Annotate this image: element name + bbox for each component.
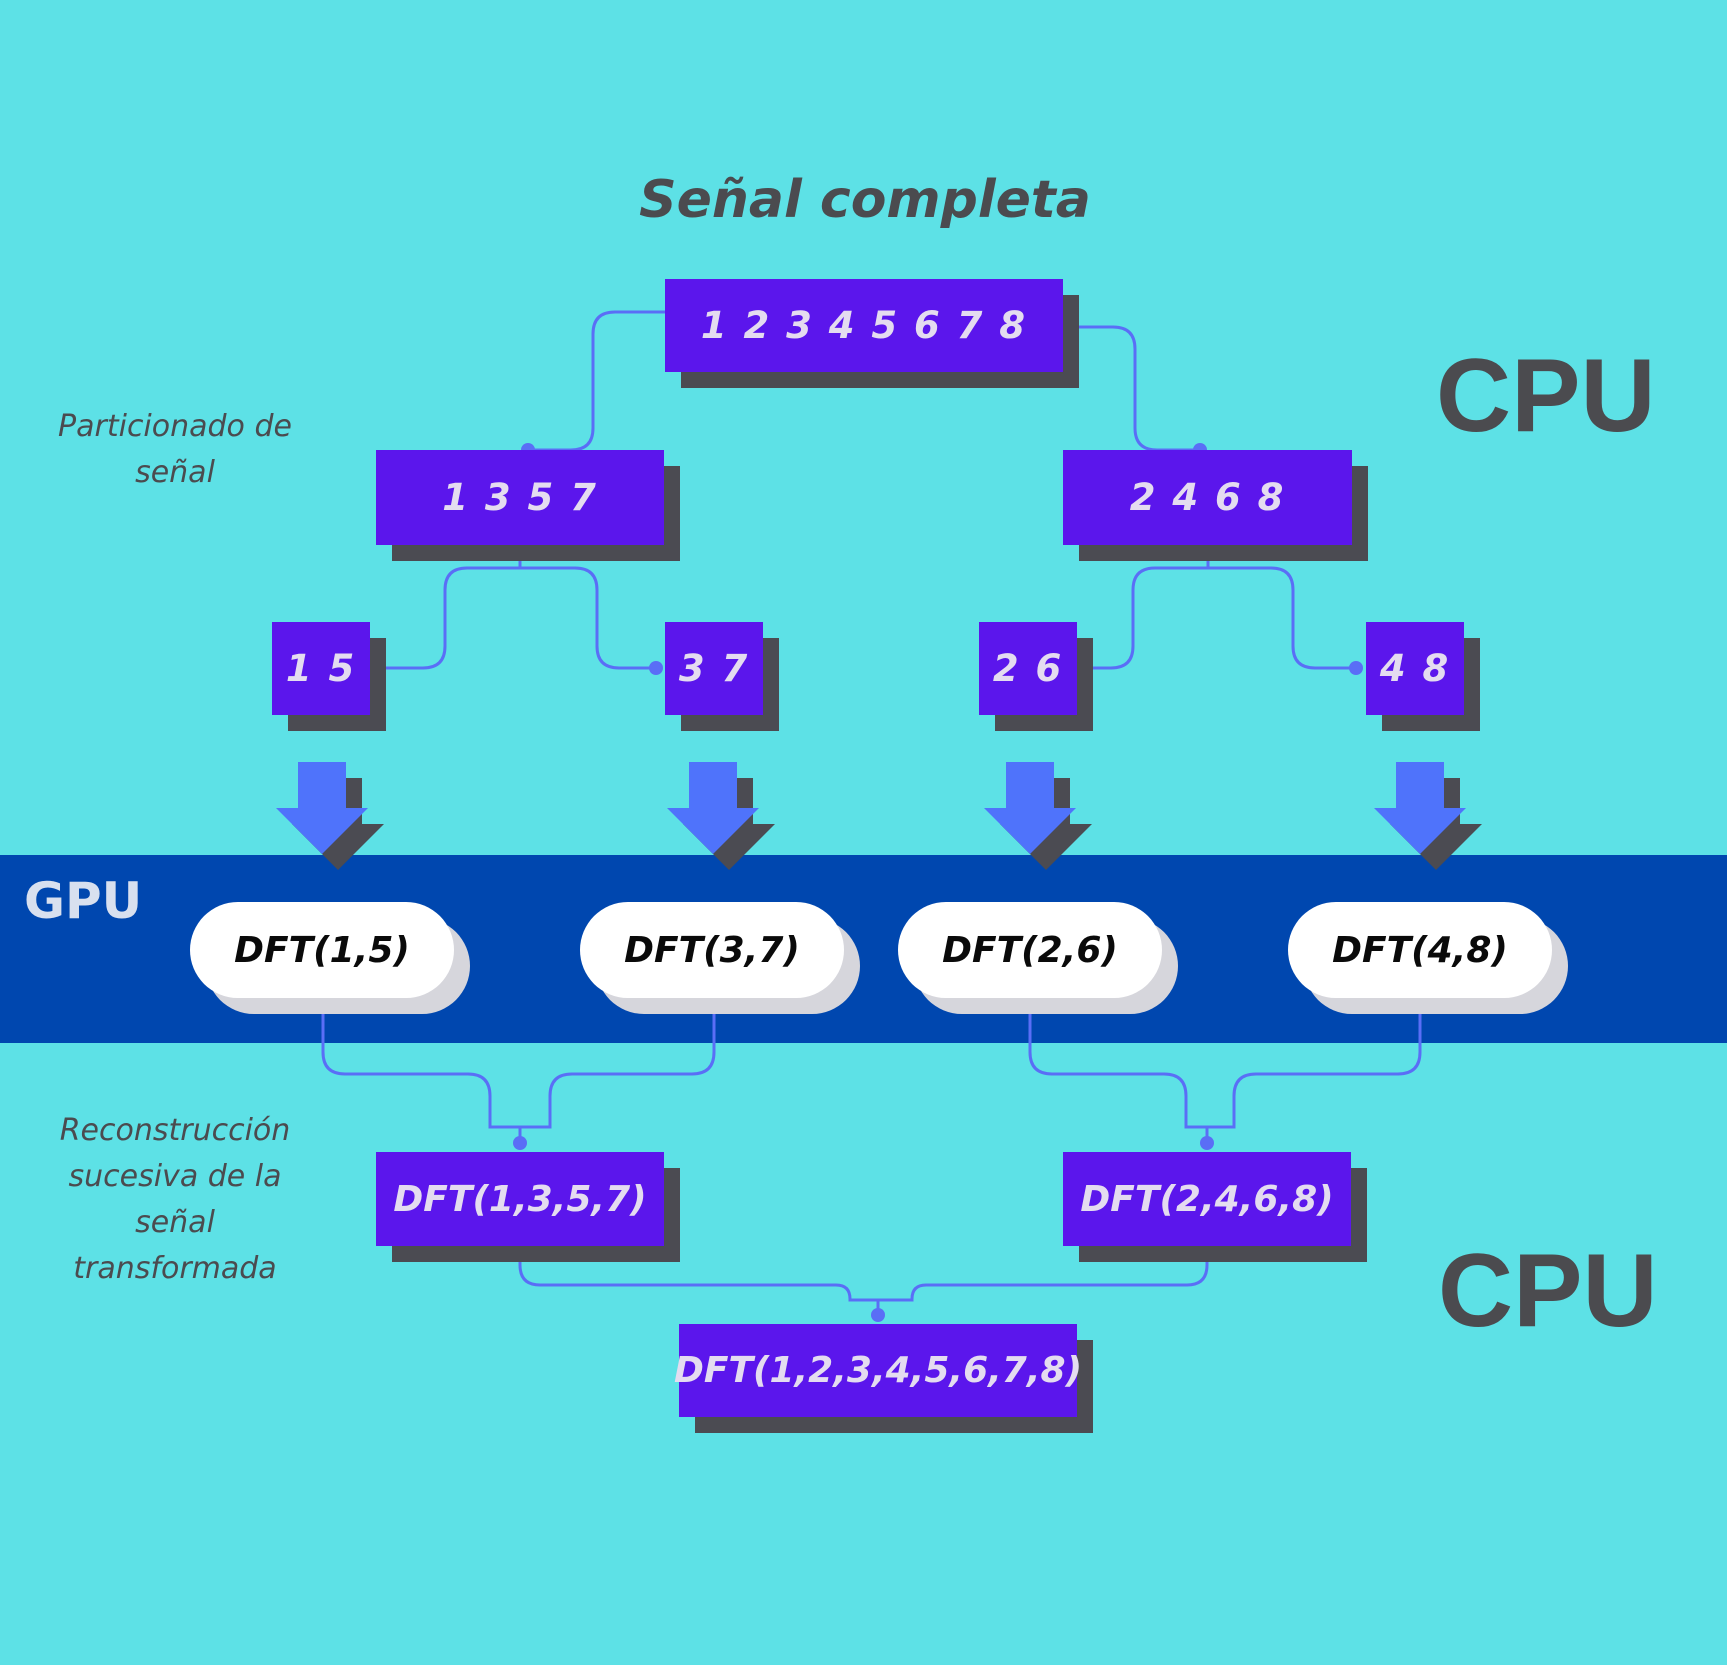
signal-odd-box: 1 3 5 7: [376, 450, 680, 561]
down-arrow-icon: [1374, 762, 1486, 878]
signal-even-label: 2 4 6 8: [1063, 450, 1352, 545]
signal-full-label: 1 2 3 4 5 6 7 8: [665, 279, 1063, 372]
partition-note-line: señal: [135, 455, 215, 490]
pair-label: 1 5: [272, 622, 370, 715]
gpu-dft-pill-4-8: DFT(4,8): [1288, 902, 1568, 1014]
reconstruction-note-line: sucesiva de la: [68, 1159, 282, 1194]
pair-label: 4 8: [1366, 622, 1464, 715]
down-arrow-icon: [667, 762, 779, 878]
gpu-dft-pill-3-7: DFT(3,7): [580, 902, 860, 1014]
cpu-label-bottom: CPU: [1438, 1233, 1658, 1349]
gpu-dft-pill-2-6: DFT(2,6): [898, 902, 1178, 1014]
pair-box-1-5: 1 5: [272, 622, 386, 731]
gpu-dft-label: DFT(2,6): [898, 902, 1162, 998]
diagram-title: Señal completa: [639, 170, 1091, 230]
signal-even-box: 2 4 6 8: [1063, 450, 1368, 561]
reconstruction-note-line: transformada: [73, 1251, 277, 1286]
pair-label: 3 7: [665, 622, 763, 715]
signal-odd-label: 1 3 5 7: [376, 450, 664, 545]
partition-note-line: Particionado de: [58, 409, 292, 444]
pair-box-4-8: 4 8: [1366, 622, 1480, 731]
gpu-dft-label: DFT(1,5): [190, 902, 454, 998]
reconstruction-note: Reconstrucción sucesiva de la señal tran…: [40, 1108, 310, 1292]
gpu-dft-label: DFT(3,7): [580, 902, 844, 998]
gpu-label: GPU: [24, 872, 143, 930]
dft-even-label: DFT(2,4,6,8): [1063, 1152, 1351, 1246]
dft-full-label: DFT(1,2,3,4,5,6,7,8): [674, 1324, 1082, 1417]
gpu-dft-pill-1-5: DFT(1,5): [190, 902, 470, 1014]
pair-label: 2 6: [979, 622, 1077, 715]
dft-odd-label: DFT(1,3,5,7): [376, 1152, 664, 1246]
partition-note: Particionado de señal: [40, 404, 310, 496]
dft-even-box: DFT(2,4,6,8): [1063, 1152, 1367, 1262]
pair-box-3-7: 3 7: [665, 622, 779, 731]
down-arrow-icon: [276, 762, 388, 878]
reconstruction-note-line: Reconstrucción: [59, 1113, 291, 1148]
gpu-dft-label: DFT(4,8): [1288, 902, 1552, 998]
dft-full-box: DFT(1,2,3,4,5,6,7,8): [674, 1324, 1093, 1433]
cpu-label-top: CPU: [1436, 338, 1656, 454]
down-arrow-icon: [984, 762, 1096, 878]
pair-box-2-6: 2 6: [979, 622, 1093, 731]
dft-odd-box: DFT(1,3,5,7): [376, 1152, 680, 1262]
signal-full-box: 1 2 3 4 5 6 7 8: [665, 279, 1079, 388]
reconstruction-note-line: señal: [135, 1205, 215, 1240]
